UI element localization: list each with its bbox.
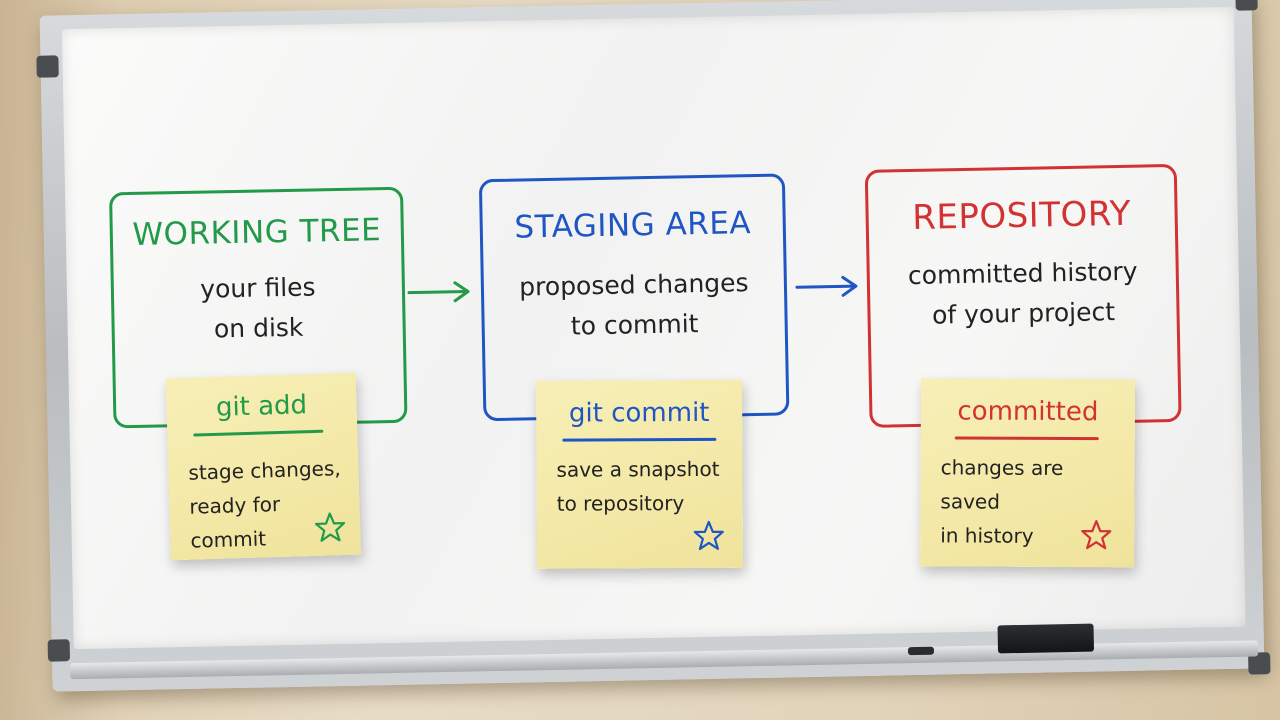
- working-tree-desc-line-1: your files: [199, 272, 316, 304]
- note-text-line-1: stage changes,: [188, 456, 342, 485]
- repository-desc-line-2: of your project: [931, 297, 1116, 330]
- note-command: git commit: [568, 397, 710, 429]
- repository-description: committed history of your project: [869, 251, 1176, 337]
- sticky-note-git-add: git add stage changes, ready for commit: [165, 372, 361, 561]
- note-text-line-1: save a snapshot: [556, 456, 720, 482]
- note-text-line-2: to repository: [556, 491, 685, 516]
- star-icon: [1081, 520, 1112, 550]
- note-underline: [193, 429, 324, 437]
- note-underline: [954, 436, 1099, 441]
- arrow-working-to-staging: [407, 281, 470, 303]
- whiteboard-eraser: [997, 623, 1095, 654]
- note-command: committed: [957, 396, 1099, 428]
- whiteboard-surface: WORKING TREE your files on disk STAGING …: [61, 6, 1246, 650]
- note-underline: [562, 437, 717, 442]
- whiteboard: WORKING TREE your files on disk STAGING …: [36, 0, 1271, 692]
- working-tree-description: your files on disk: [114, 266, 403, 352]
- frame-corner: [47, 639, 71, 662]
- staging-area-desc-line-1: proposed changes: [518, 268, 749, 302]
- marker: [907, 646, 935, 656]
- star-icon: [693, 520, 724, 551]
- staging-area-desc-line-2: to commit: [570, 309, 699, 341]
- repository-desc-line-1: committed history: [907, 256, 1138, 291]
- staging-area-title: STAGING AREA: [514, 205, 752, 246]
- repository-title: REPOSITORY: [911, 193, 1132, 238]
- sticky-note-committed: committed changes are saved in history: [920, 378, 1136, 568]
- arrow-staging-to-repository: [795, 275, 858, 297]
- working-tree-desc-line-2: on disk: [213, 312, 304, 344]
- sticky-note-git-commit: git commit save a snapshot to repository: [536, 379, 744, 569]
- star-icon: [314, 512, 346, 542]
- frame-corner: [1235, 0, 1258, 11]
- note-text-line-1: changes are saved: [940, 455, 1064, 514]
- note-command: git add: [215, 390, 308, 423]
- working-tree-title: WORKING TREE: [132, 212, 382, 253]
- note-text: save a snapshot to repository: [556, 452, 730, 521]
- frame-corner: [36, 55, 59, 78]
- staging-area-description: proposed changes to commit: [484, 262, 785, 348]
